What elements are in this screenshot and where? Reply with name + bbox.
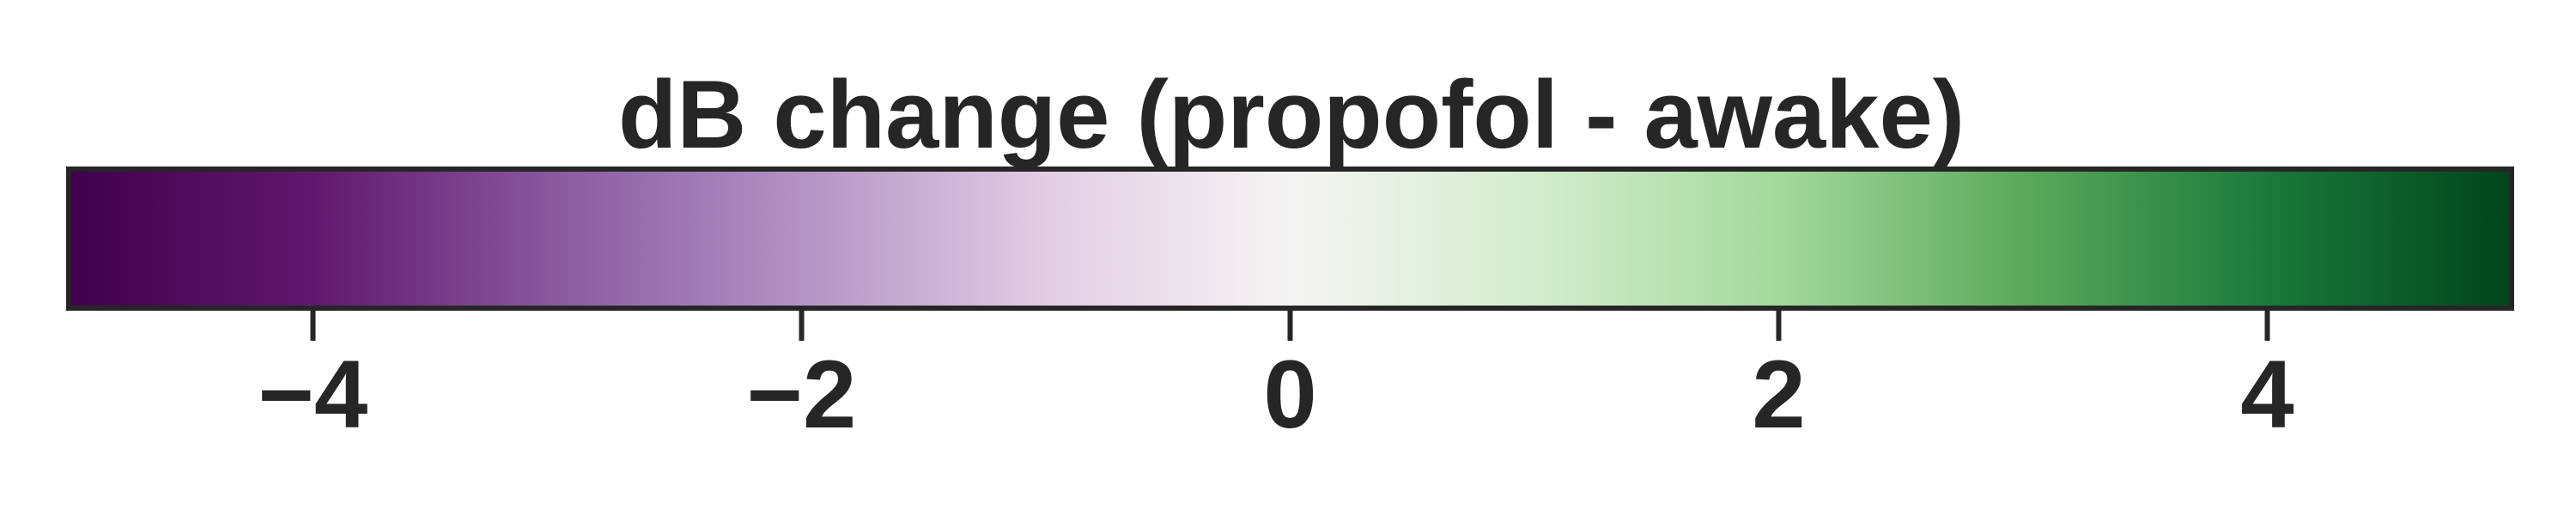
tick-label: 2	[1752, 341, 1805, 448]
colorbar-ticks: −4 −2 0 2 4	[258, 308, 2294, 448]
tick-label: 0	[1263, 341, 1316, 448]
colorbar-gradient-bar	[69, 169, 2512, 308]
tick-label: −2	[747, 341, 857, 448]
tick-label: 4	[2240, 341, 2293, 448]
tick-label: −4	[258, 341, 368, 448]
colorbar-title: dB change (propofol - awake)	[618, 61, 1965, 168]
